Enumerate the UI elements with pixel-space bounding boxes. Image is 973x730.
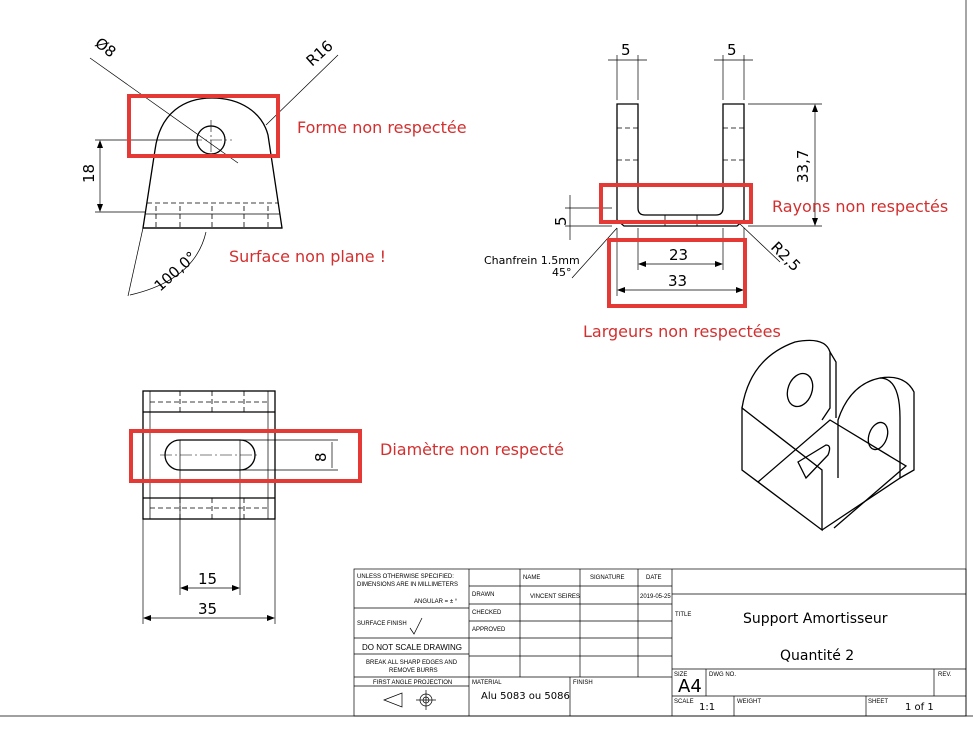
error-box-largeurs [607, 238, 747, 308]
col-name-header: NAME [523, 575, 540, 581]
width-right-5-label: 5 [727, 41, 737, 59]
first-angle-label: FIRST ANGLE PROJECTION [373, 680, 452, 686]
drawn-date-value: 2019-05-25 [640, 594, 671, 600]
height-18-label: 18 [80, 164, 98, 183]
annotation-rayons: Rayons non respectés [772, 197, 948, 216]
drawing-title: Support Amortisseur [743, 611, 888, 627]
quantity-label: Quantité 2 [780, 648, 854, 664]
drawn-name-value: VINCENT SEIRES [530, 594, 580, 600]
slot-length-15-label: 15 [198, 570, 217, 588]
isometric-view [741, 339, 915, 532]
do-not-scale-label: DO NOT SCALE DRAWING [362, 643, 462, 652]
projection-symbol-icon [383, 690, 436, 710]
chamfer-angle-label: 45° [552, 266, 572, 279]
unless-specified-line2: DIMENSIONS ARE IN MILLIMETERS [357, 582, 458, 588]
slot-width-8-label: 8 [312, 452, 330, 462]
outer-33-label: 33 [668, 272, 687, 290]
sheet-value: 1 of 1 [905, 702, 934, 713]
front-view: 5 5 33,7 5 Chanfrein 1.5mm 45° 23 33 [484, 41, 822, 296]
annotation-diametre: Diamètre non respecté [380, 440, 564, 459]
annotation-largeurs: Largeurs non respectées [583, 322, 781, 341]
row-approved-label: APPROVED [472, 627, 506, 633]
inner-23-label: 23 [669, 246, 688, 264]
angle-label: 100,0° [151, 248, 201, 295]
error-box-forme [127, 94, 280, 158]
surface-finish-icon [409, 617, 423, 635]
radius-r2-5-label: R2,5 [767, 238, 804, 275]
weight-label: WEIGHT [737, 699, 761, 705]
material-label: MATERIAL [472, 680, 502, 686]
unless-specified-line1: UNLESS OTHERWISE SPECIFIED: [357, 574, 454, 580]
size-value: A4 [678, 676, 702, 697]
rev-label: REV. [938, 672, 952, 678]
width-left-5-label: 5 [621, 41, 631, 59]
annotation-surface: Surface non plane ! [229, 247, 386, 266]
title-label: TITLE [675, 612, 691, 618]
top-view: 8 15 35 [142, 390, 338, 624]
height-33-7-label: 33,7 [794, 150, 812, 183]
row-checked-label: CHECKED [472, 610, 502, 616]
row-drawn-label: DRAWN [472, 592, 494, 598]
scale-label: SCALE [674, 699, 694, 705]
sheet-label: SHEET [868, 699, 888, 705]
error-box-rayons [599, 183, 753, 224]
annotation-forme: Forme non respectée [297, 118, 467, 137]
break-edges-line2: REMOVE BURRS [389, 668, 438, 674]
col-signature-header: SIGNATURE [590, 575, 625, 581]
radius-r16-label: R16 [303, 37, 337, 70]
hole-diameter-label: Ø8 [92, 34, 120, 61]
material-value: Alu 5083 ou 5086 [481, 691, 570, 702]
size-label: SIZE [674, 672, 687, 678]
surface-finish-label: SURFACE FINISH [357, 621, 407, 627]
col-date-header: DATE [646, 575, 662, 581]
total-width-35-label: 35 [198, 600, 217, 618]
break-edges-line1: BREAK ALL SHARP EDGES AND [366, 660, 458, 666]
chamfer-label: Chanfrein 1.5mm [484, 254, 580, 267]
finish-label: FINISH [573, 680, 593, 686]
error-box-diametre [129, 429, 362, 483]
angular-tolerance: ANGULAR = ± ° [414, 599, 458, 605]
height-5-label: 5 [552, 216, 570, 226]
scale-value: 1:1 [699, 702, 715, 713]
dwg-no-label: DWG NO. [709, 672, 736, 678]
